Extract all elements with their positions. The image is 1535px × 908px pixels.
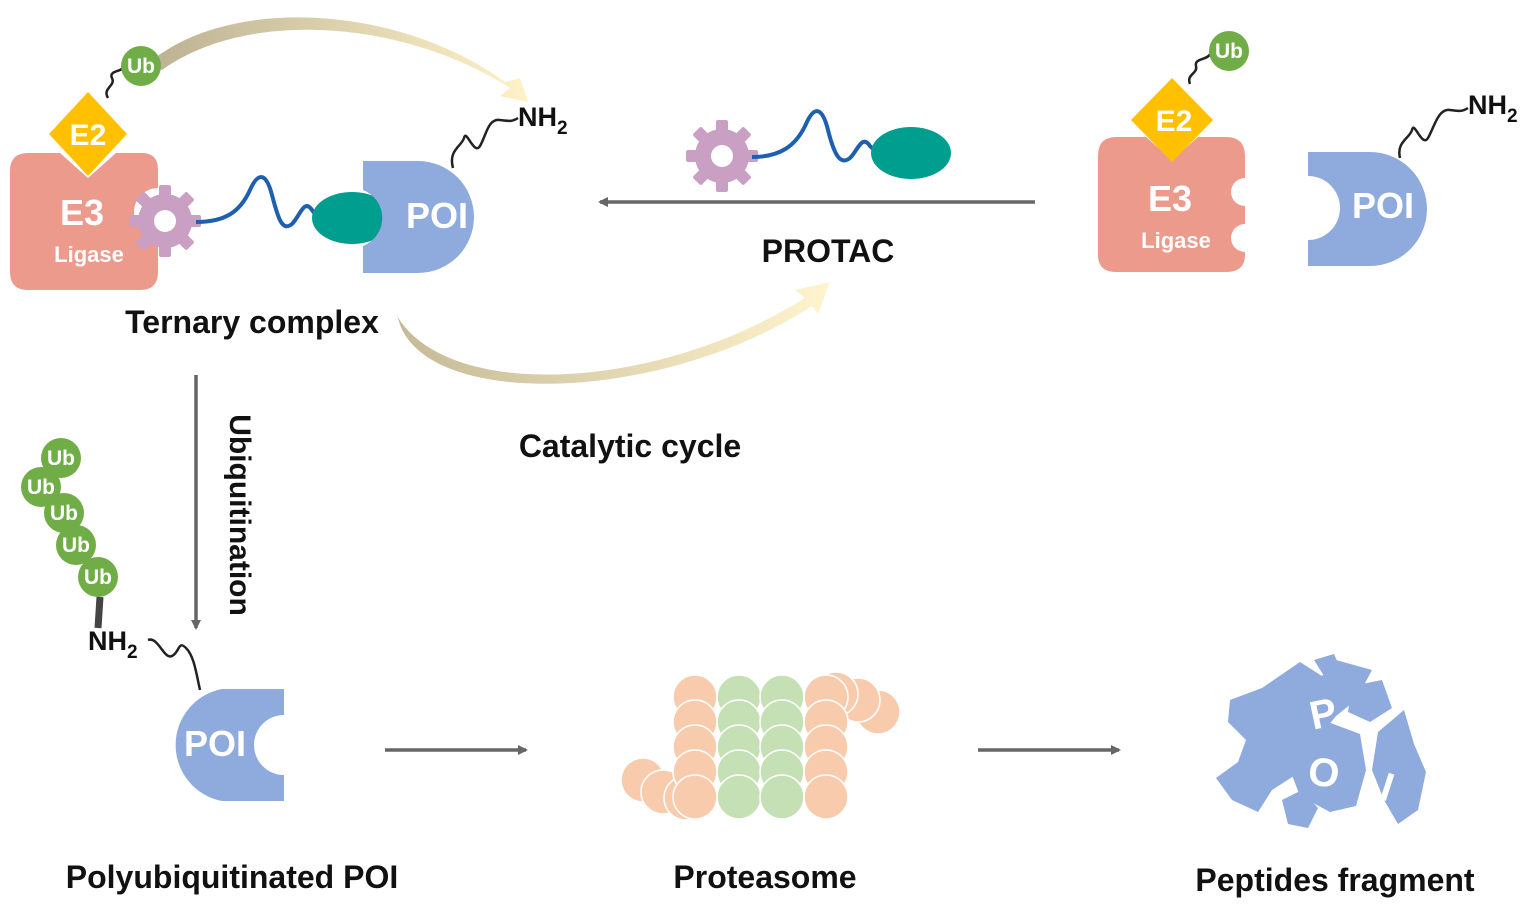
free-ub-label: Ub bbox=[1215, 40, 1243, 63]
poly-ub-label-1: Ub bbox=[47, 447, 75, 470]
e2-label: E2 bbox=[70, 119, 107, 152]
poly-nh2-label: NH2 bbox=[88, 626, 138, 663]
protac-label: PROTAC bbox=[762, 233, 895, 269]
fragment-right bbox=[1372, 710, 1426, 824]
ligase-label: Ligase bbox=[54, 242, 124, 267]
catalytic-cycle-arrows bbox=[150, 17, 830, 384]
free-poi-shape bbox=[1308, 152, 1427, 266]
poi-label: POI bbox=[406, 195, 468, 236]
poly-ub-circle-2 bbox=[21, 467, 61, 507]
poly-ub-circle-4 bbox=[56, 525, 96, 565]
ub-tether bbox=[105, 65, 126, 99]
e3-label: E3 bbox=[60, 192, 104, 233]
ub-label: Ub bbox=[127, 55, 155, 78]
cycle-arrow-bottom bbox=[395, 282, 830, 384]
poly-ub-label-2: Ub bbox=[27, 476, 55, 499]
catalytic-cycle-label: Catalytic cycle bbox=[519, 428, 741, 464]
ubiquitination-label: Ubiquitination bbox=[223, 414, 256, 616]
protac-warhead bbox=[312, 192, 392, 244]
e2-diamond bbox=[49, 92, 127, 176]
ternary-complex-label: Ternary complex bbox=[125, 304, 379, 340]
polyubiquitinated-poi: Ub Ub Ub Ub Ub NH2 POI Polyubiquitinated… bbox=[21, 438, 398, 895]
free-poi-nh2-tether bbox=[1398, 106, 1469, 159]
peptide-fragments: P O I Peptides fragment bbox=[1195, 654, 1475, 898]
fragment-top-right bbox=[1348, 680, 1392, 722]
free-nh2-label: NH2 bbox=[1468, 90, 1518, 127]
protac-linker bbox=[195, 175, 328, 229]
proteasome-label: Proteasome bbox=[673, 859, 856, 895]
ubiquitination-step: Ubiquitination bbox=[191, 375, 256, 630]
poi-nh2-tether bbox=[450, 116, 519, 169]
free-e2-diamond bbox=[1131, 78, 1213, 162]
nh2-label: NH2 bbox=[518, 102, 568, 139]
free-e3-label: E3 bbox=[1148, 178, 1192, 219]
fragment-bottom bbox=[1282, 790, 1318, 828]
fragment-letter-o: O bbox=[1305, 749, 1342, 797]
free-poi-label: POI bbox=[1352, 185, 1414, 226]
free-protac-warhead bbox=[871, 127, 951, 179]
poly-ub-stalk bbox=[94, 596, 104, 629]
free-ligase-label: Ligase bbox=[1141, 228, 1211, 253]
poly-poi-tether bbox=[147, 638, 202, 691]
poly-ub-circle-1 bbox=[41, 438, 81, 478]
cycle-arrow-top bbox=[150, 17, 528, 102]
poly-ub-label-4: Ub bbox=[62, 534, 90, 557]
free-protac-linker bbox=[751, 109, 885, 163]
ternary-complex: E3 Ligase E2 Ub PO bbox=[10, 46, 568, 340]
poly-ub-label-5: Ub bbox=[84, 566, 112, 589]
poi-shape bbox=[363, 161, 474, 273]
free-ub-tether bbox=[1187, 53, 1212, 85]
proteasome-alpha-ring-left bbox=[672, 674, 718, 820]
poly-ub-circle-5 bbox=[78, 557, 118, 597]
proteasome-beta-ring-right bbox=[759, 674, 805, 820]
free-protac-gear-icon bbox=[686, 120, 758, 192]
free-protac: PROTAC bbox=[598, 109, 1035, 269]
proteasome-beta-ring-left bbox=[716, 674, 762, 820]
free-e3-ligase-shape bbox=[1098, 137, 1245, 272]
protac-gear-icon bbox=[129, 185, 201, 257]
proteasome-alpha-ring-right bbox=[803, 674, 849, 820]
polyubiquitinated-poi-label: Polyubiquitinated POI bbox=[66, 859, 398, 895]
poly-poi-shape bbox=[175, 689, 284, 801]
free-e2-label: E2 bbox=[1156, 105, 1193, 138]
poly-poi-label: POI bbox=[184, 723, 246, 764]
peptides-fragment-label: Peptides fragment bbox=[1195, 862, 1475, 898]
fragment-tip bbox=[1314, 654, 1340, 676]
free-ub-circle bbox=[1209, 31, 1249, 71]
proteasome: Proteasome bbox=[620, 671, 901, 895]
fragment-center bbox=[1290, 722, 1366, 812]
e3-ligase-shape bbox=[10, 153, 158, 290]
fragment-main bbox=[1216, 660, 1372, 812]
free-e3-and-poi: E3 Ligase E2 Ub POI NH2 bbox=[1098, 31, 1518, 272]
ub-circle bbox=[121, 46, 161, 86]
poly-ub-label-3: Ub bbox=[50, 502, 78, 525]
poly-ub-circle-3 bbox=[44, 493, 84, 533]
